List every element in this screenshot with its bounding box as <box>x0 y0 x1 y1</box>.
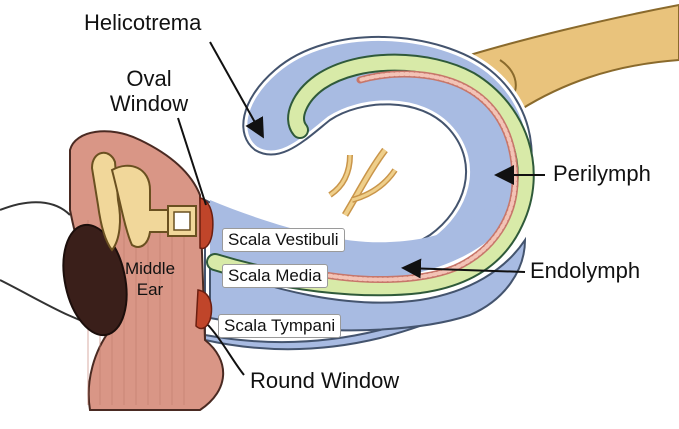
oval-window-label: Oval Window <box>104 66 194 117</box>
round-window-label: Round Window <box>250 368 399 393</box>
middle-ear-label: Middle Ear <box>118 258 182 301</box>
endolymph-label: Endolymph <box>530 258 640 283</box>
middle-ear-label-line2: Ear <box>118 279 182 300</box>
oval-window-label-line1: Oval <box>104 66 194 91</box>
spiral-ganglion-nerves <box>330 150 395 215</box>
oval-window-label-line2: Window <box>104 91 194 116</box>
scala-media-label: Scala Media <box>222 264 328 288</box>
middle-ear-label-line1: Middle <box>118 258 182 279</box>
scala-tympani-label: Scala Tympani <box>218 314 341 338</box>
scala-vestibuli-label: Scala Vestibuli <box>222 228 345 252</box>
perilymph-label: Perilymph <box>553 161 651 186</box>
helicotrema-label: Helicotrema <box>84 10 201 35</box>
